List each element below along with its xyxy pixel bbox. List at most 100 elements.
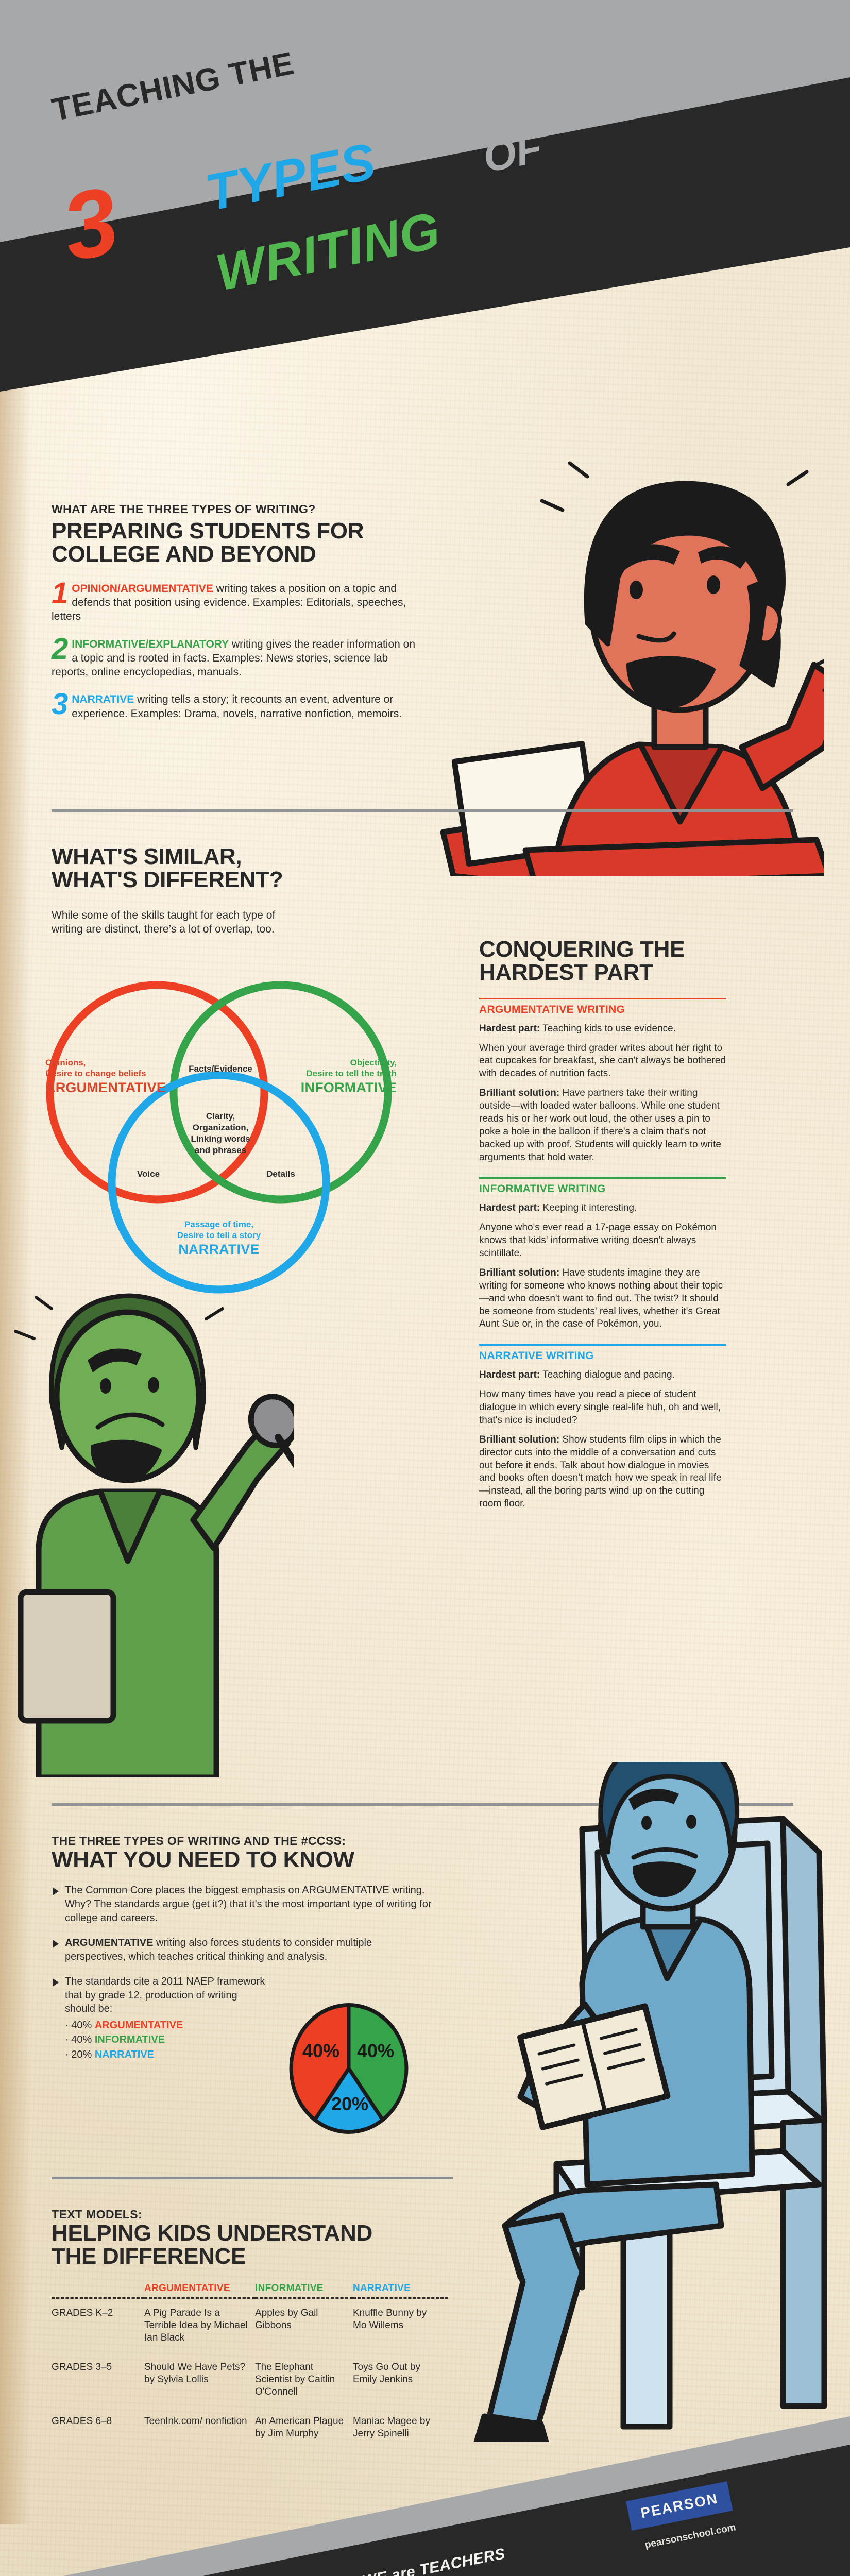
cell-informative: Apples by Gail Gibbons xyxy=(255,2307,318,2331)
hardest-part-block-argumentative: ARGUMENTATIVE WRITING Hardest part: Teac… xyxy=(479,997,726,1164)
list-number: 2 xyxy=(52,632,69,666)
cell-narrative: Knuffle Bunny by Mo Willems xyxy=(353,2307,427,2331)
section-similar-different: WHAT'S SIMILAR, WHAT'S DIFFERENT? While … xyxy=(52,845,422,936)
block-rule-informative xyxy=(479,1177,726,1179)
cell-argumentative: A Pig Parade Is a Terrible Idea by Micha… xyxy=(144,2307,248,2344)
pie-label-argumentative: 40% xyxy=(302,2040,340,2061)
section-conquering-hardest-part: CONQUERING THE HARDEST PART ARGUMENTATIV… xyxy=(479,938,726,1511)
table-row: GRADES K–2 A Pig Parade Is a Terrible Id… xyxy=(52,2298,448,2352)
list-item: 2 INFORMATIVE/EXPLANATORY writing gives … xyxy=(52,632,417,680)
list-description: writing tells a story; it recounts an ev… xyxy=(72,693,402,720)
venn-label-informative: Objectivity, Desire to tell the truth IN… xyxy=(258,1057,397,1096)
list-text: OPINION/ARGUMENTATIVE writing takes a po… xyxy=(52,582,417,624)
solution-label: Brilliant solution: xyxy=(479,1267,560,1278)
block-heading-informative: INFORMATIVE WRITING xyxy=(479,1183,606,1195)
cell-narrative: Toys Go Out by Emily Jenkins xyxy=(353,2361,420,2385)
block-heading-narrative: NARRATIVE WRITING xyxy=(479,1350,594,1362)
naep-label-informative: INFORMATIVE xyxy=(94,2034,165,2046)
block-rule-argumentative xyxy=(479,997,726,999)
type-label-narrative: NARRATIVE xyxy=(72,693,134,706)
pie-slice-informative xyxy=(347,2003,409,2122)
text-models-table: ARGUMENTATIVE INFORMATIVE NARRATIVE GRAD… xyxy=(52,2283,448,2449)
cell-grade: GRADES K–2 xyxy=(52,2307,113,2318)
table-row: GRADES 6–8 TeenInk.com/ nonfiction An Am… xyxy=(52,2407,448,2449)
naep-item: 20% NARRATIVE xyxy=(65,2047,268,2062)
venn-circle-informative xyxy=(169,981,392,1204)
section1-kicker: WHAT ARE THE THREE TYPES OF WRITING? xyxy=(52,502,316,516)
divider-rule xyxy=(52,1803,793,1806)
section-text-models: TEXT MODELS: HELPING KIDS UNDERSTAND THE… xyxy=(52,2208,464,2448)
naep-item: 40% ARGUMENTATIVE xyxy=(65,2018,268,2032)
bullet2-label: ARGUMENTATIVE xyxy=(65,1937,154,1949)
th-informative: INFORMATIVE xyxy=(255,2282,324,2294)
section2-intro: While some of the skills taught for each… xyxy=(52,909,276,935)
venn-circles xyxy=(46,981,392,1294)
venn-circle-narrative xyxy=(108,1071,330,1294)
type-label-argumentative: OPINION/ARGUMENTATIVE xyxy=(72,582,213,595)
section2-title-line1: WHAT'S SIMILAR, xyxy=(52,844,242,869)
list-text: INFORMATIVE/EXPLANATORY writing gives th… xyxy=(52,637,417,680)
venn-label-narrative: Passage of time, Desire to tell a story … xyxy=(137,1219,301,1258)
naep-label-narrative: NARRATIVE xyxy=(94,2048,154,2060)
pie-slice-narrative xyxy=(313,2066,385,2134)
section1-numbered-list: 1 OPINION/ARGUMENTATIVE writing takes a … xyxy=(52,576,417,721)
rightcol-title-line1: CONQUERING THE xyxy=(479,937,685,962)
venn-overlap-center: Clarity, Organization, Linking words and… xyxy=(191,1111,250,1156)
bullet-item: The Common Core places the biggest empha… xyxy=(52,1884,433,1925)
block-rule-narrative xyxy=(479,1344,726,1346)
list-text: NARRATIVE writing tells a story; it reco… xyxy=(52,692,417,721)
venn-overlap-voice: Voice xyxy=(137,1169,160,1179)
pie-svg xyxy=(289,2003,409,2134)
list-description: writing gives the reader information on … xyxy=(52,638,416,679)
solution-text: Show students film clips in which the di… xyxy=(479,1434,722,1510)
naep-breakdown-list: 40% ARGUMENTATIVE 40% INFORMATIVE 20% NA… xyxy=(65,2018,268,2062)
section4-title: HELPING KIDS UNDERSTAND THE DIFFERENCE xyxy=(52,2221,372,2269)
solution-label: Brilliant solution: xyxy=(479,1434,560,1445)
cell-grade: GRADES 6–8 xyxy=(52,2415,112,2427)
bullet1-text-a: The Common Core places the biggest empha… xyxy=(65,1885,302,1896)
block-para-narrative: How many times have you read a piece of … xyxy=(479,1389,721,1426)
section2-title-line2: WHAT'S DIFFERENT? xyxy=(52,867,283,893)
block-solution-argumentative: Brilliant solution: Have partners take t… xyxy=(479,1087,726,1164)
section3-title: WHAT YOU NEED TO KNOW xyxy=(52,1847,354,1872)
th-argumentative: ARGUMENTATIVE xyxy=(144,2282,230,2294)
block-hardest-argumentative: Hardest part: Teaching kids to use evide… xyxy=(479,1023,726,1036)
th-grade xyxy=(52,2283,144,2298)
table-header-row: ARGUMENTATIVE INFORMATIVE NARRATIVE xyxy=(52,2283,448,2298)
hardest-label: Hardest part: xyxy=(479,1023,540,1034)
divider-rule xyxy=(52,809,793,812)
block-hardest-narrative: Hardest part: Teaching dialogue and paci… xyxy=(479,1369,726,1382)
block-solution-narrative: Brilliant solution: Show students film c… xyxy=(479,1434,726,1511)
block-para-informative: Anyone who's ever read a 17-page essay o… xyxy=(479,1222,717,1259)
hardest-text: Teaching kids to use evidence. xyxy=(540,1023,676,1034)
venn-overlap-facts-evidence: Facts/Evidence xyxy=(189,1064,252,1074)
cell-grade: GRADES 3–5 xyxy=(52,2361,112,2372)
naep-item: 40% INFORMATIVE xyxy=(65,2032,268,2047)
list-item: 1 OPINION/ARGUMENTATIVE writing takes a … xyxy=(52,576,417,624)
bullet1-label: ARGUMENTATIVE xyxy=(302,1885,389,1896)
hardest-part-block-narrative: NARRATIVE WRITING Hardest part: Teaching… xyxy=(479,1344,726,1511)
venn-name-argumentative: ARGUMENTATIVE xyxy=(45,1079,166,1095)
pie-label-informative: 40% xyxy=(357,2040,395,2061)
venn-name-informative: INFORMATIVE xyxy=(300,1079,397,1095)
list-item: 3 NARRATIVE writing tells a story; it re… xyxy=(52,689,417,721)
solution-label: Brilliant solution: xyxy=(479,1088,560,1099)
venn-sub-narrative: Passage of time, Desire to tell a story xyxy=(177,1219,261,1241)
bullet1-text-b: writing. Why? The standards argue (get i… xyxy=(65,1885,432,1924)
list-number: 1 xyxy=(52,576,69,610)
teacher-at-podium-illustration xyxy=(440,461,824,876)
cell-argumentative: Should We Have Pets? by Sylvia Lollis xyxy=(144,2361,246,2385)
solution-text: Have partners take their writing outside… xyxy=(479,1088,721,1163)
cell-narrative: Maniac Magee by Jerry Spinelli xyxy=(353,2415,430,2439)
section3-kicker: THE THREE TYPES OF WRITING AND THE #CCSS… xyxy=(52,1834,346,1848)
block-solution-informative: Brilliant solution: Have students imagin… xyxy=(479,1267,726,1331)
cell-informative: An American Plague by Jim Murphy xyxy=(255,2415,344,2439)
hardest-label: Hardest part: xyxy=(479,1202,540,1214)
rightcol-title-line2: HARDEST PART xyxy=(479,960,653,986)
section-three-types: WHAT ARE THE THREE TYPES OF WRITING? PRE… xyxy=(52,502,417,734)
venn-name-narrative: NARRATIVE xyxy=(178,1241,260,1257)
section3-bullets: The Common Core places the biggest empha… xyxy=(52,1884,433,2062)
th-narrative: NARRATIVE xyxy=(353,2282,411,2294)
naep-pct: 40% xyxy=(71,2034,95,2046)
